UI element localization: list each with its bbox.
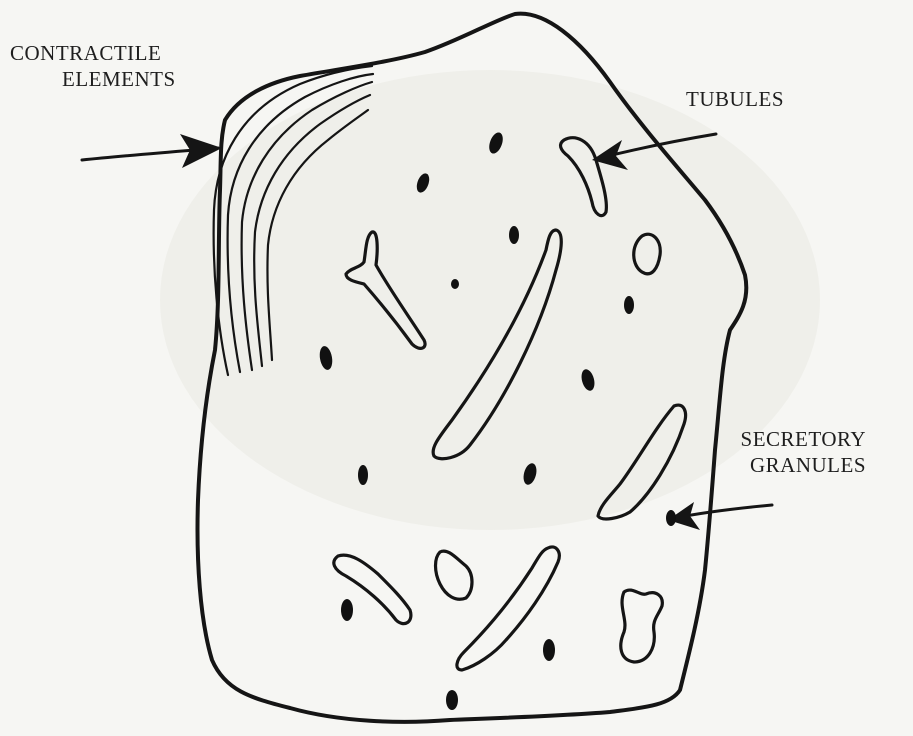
- tubules-label: TUBULES: [686, 86, 784, 112]
- granule: [451, 279, 459, 289]
- contractile-arrow: [82, 134, 222, 168]
- contractile-label-line2: ELEMENTS: [10, 66, 176, 92]
- granule: [446, 690, 458, 710]
- contractile-elements-label: CONTRACTILE ELEMENTS: [10, 40, 176, 92]
- granule: [341, 599, 353, 621]
- contractile-label-line1: CONTRACTILE: [10, 40, 176, 66]
- granules-arrow: [668, 502, 772, 530]
- granule: [543, 639, 555, 661]
- granule: [358, 465, 368, 485]
- granule: [624, 296, 634, 314]
- tubule: [621, 590, 662, 662]
- tubule: [436, 551, 473, 599]
- background-smudge: [160, 70, 820, 530]
- secretory-label-line1: SECRETORY: [728, 426, 866, 452]
- granule: [509, 226, 519, 244]
- secretory-granules-label: SECRETORY GRANULES: [728, 426, 866, 478]
- secretory-label-line2: GRANULES: [728, 452, 866, 478]
- granule: [666, 510, 676, 526]
